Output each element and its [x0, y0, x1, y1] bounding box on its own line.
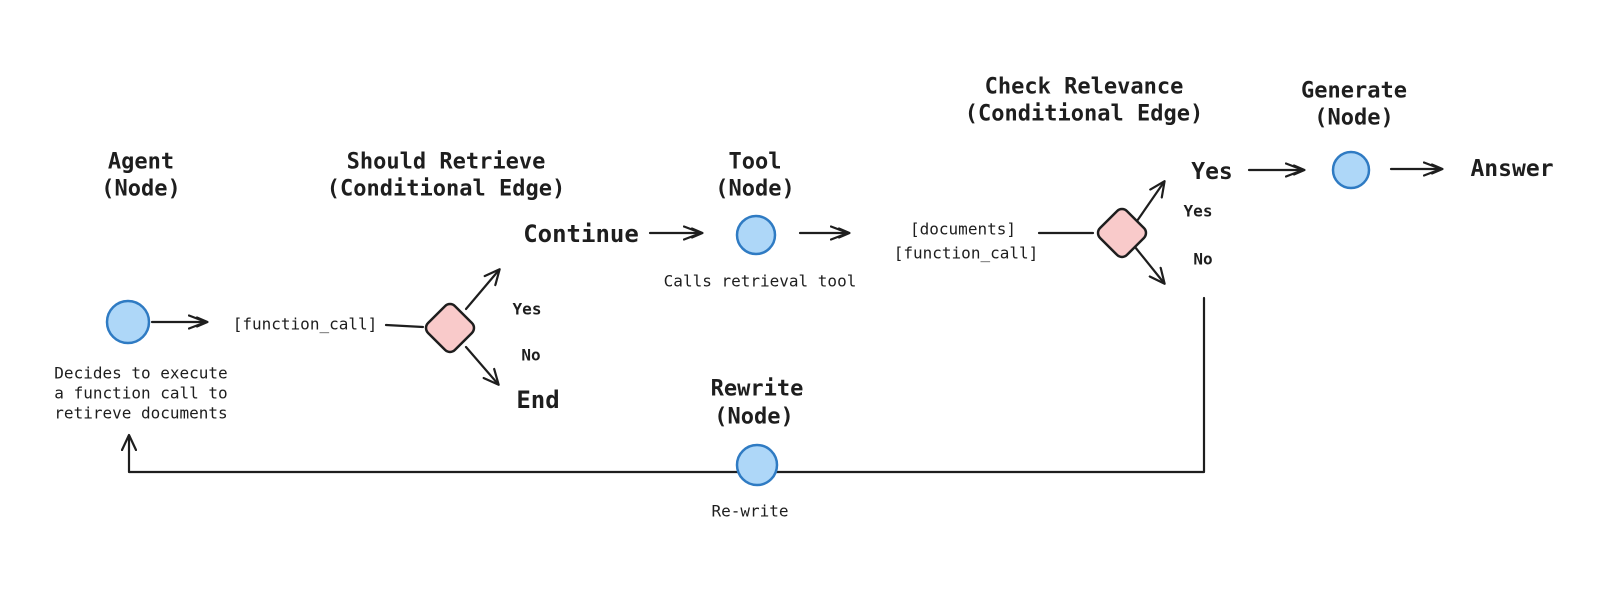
agent-caption-line3: retireve documents [54, 404, 227, 423]
rewrite-node-circle [735, 443, 779, 487]
edge-should-retrieve-yes [464, 270, 499, 311]
edge-check-relevance-no [1133, 245, 1164, 283]
tool-node-circle [735, 214, 777, 256]
check-relevance-yes-label: Yes [1184, 202, 1213, 221]
rewrite-caption: Re-write [711, 502, 788, 521]
tool-node-title-line1: Tool [729, 150, 782, 175]
edge-should-retrieve-no [464, 345, 498, 384]
generate-node-title-line1: Generate [1301, 79, 1407, 104]
agent-caption-line1: Decides to execute [54, 364, 227, 383]
should-retrieve-no-label: No [521, 346, 540, 365]
agent-node-title-line1: Agent [108, 150, 174, 175]
check-relevance-title-line1: Check Relevance [985, 75, 1184, 100]
check-relevance-diamond [1096, 207, 1148, 259]
check-relevance-title-line2: (Conditional Edge) [965, 102, 1203, 127]
agent-node-title-line2: (Node) [101, 177, 180, 202]
generate-node-circle [1331, 150, 1371, 190]
should-retrieve-title-line1: Should Retrieve [347, 150, 546, 175]
should-retrieve-yes-label: Yes [513, 300, 542, 319]
generate-node-title-line2: (Node) [1314, 106, 1393, 131]
should-retrieve-title-line2: (Conditional Edge) [327, 177, 565, 202]
rewrite-node-title-line1: Rewrite [711, 377, 804, 402]
end-label: End [516, 386, 559, 414]
relevant-yes-label: Yes [1191, 159, 1233, 185]
tool-caption: Calls retrieval tool [664, 272, 857, 291]
edge-check-relevance-yes [1135, 182, 1164, 223]
rewrite-node-title-line2: (Node) [714, 405, 793, 430]
function-call-state-label-2: [function_call] [894, 244, 1039, 263]
answer-label: Answer [1470, 156, 1553, 182]
should-retrieve-diamond [424, 302, 476, 354]
tool-node-title-line2: (Node) [715, 177, 794, 202]
agent-node-circle [105, 299, 151, 345]
check-relevance-no-label: No [1193, 250, 1212, 269]
documents-state-label: [documents] [910, 220, 1016, 239]
function-call-state-label: [function_call] [233, 315, 378, 334]
edge-rewrite-loop-back [129, 296, 1206, 474]
continue-label: Continue [523, 220, 639, 248]
agent-caption-line2: a function call to [54, 384, 227, 403]
edge-state-to-should-retrieve [384, 323, 425, 329]
